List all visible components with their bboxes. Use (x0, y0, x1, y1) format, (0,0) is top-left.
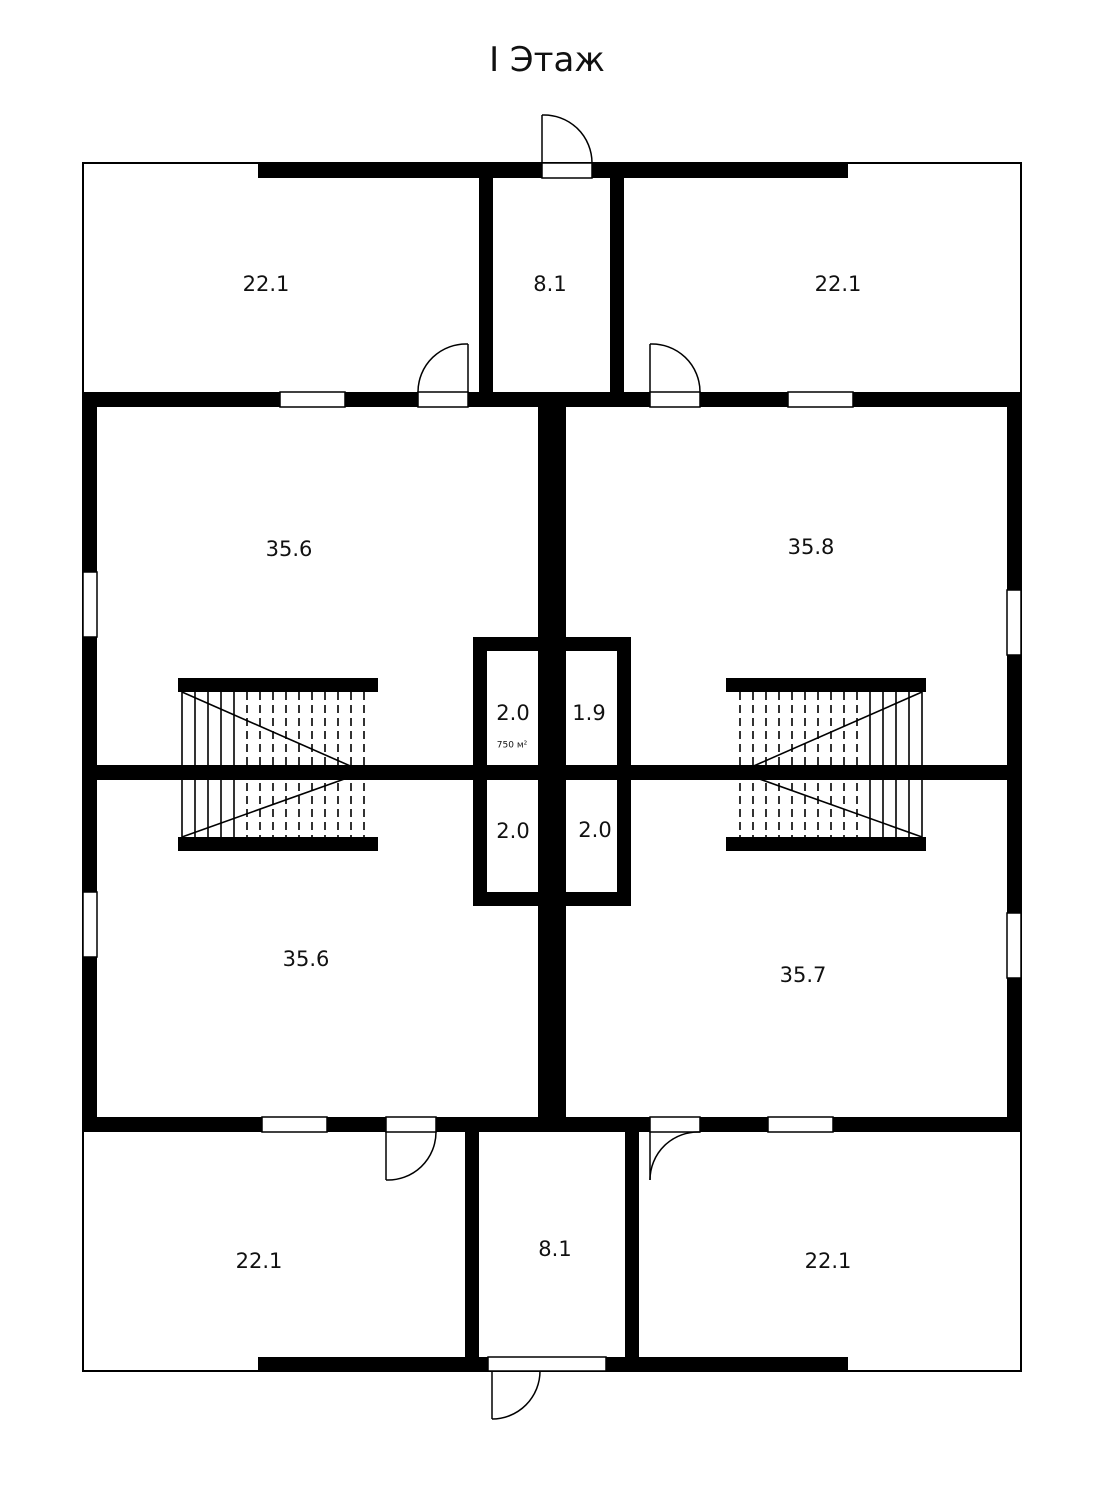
wall (258, 1357, 488, 1371)
stair-landing-wall (178, 837, 378, 851)
door-swing-arc (649, 1131, 701, 1181)
wall (538, 400, 566, 1120)
room-area-label: 35.6 (266, 537, 313, 561)
window (82, 571, 98, 638)
door-opening (649, 1116, 701, 1133)
stairs (178, 678, 926, 851)
wall (473, 637, 631, 651)
door-opening (541, 162, 593, 179)
door-swing-arc (417, 343, 469, 393)
wall (83, 765, 1021, 780)
door-swing-arc (541, 114, 593, 164)
stair-landing-wall (178, 678, 378, 692)
stair-direction-line (181, 691, 365, 773)
room-area-label: 22.1 (815, 272, 862, 296)
room-labels: 22.1 8.1 22.1 35.6 35.8 2.0 1.9 2.0 2.0 … (236, 272, 862, 1273)
wall (625, 1117, 639, 1371)
wall (83, 1117, 1021, 1132)
room-area-label: 35.6 (283, 947, 330, 971)
door-opening (385, 1116, 437, 1133)
door-opening (417, 391, 469, 408)
window (82, 891, 98, 958)
room-area-label: 1.9 (572, 701, 605, 725)
stair-landing-wall (726, 837, 926, 851)
door-opening (649, 391, 701, 408)
window (261, 1116, 328, 1133)
room-area-label: 22.1 (236, 1249, 283, 1273)
stair-direction-line (739, 691, 923, 773)
wall (606, 1357, 848, 1371)
window (487, 1356, 607, 1372)
room-area-label: 2.0 (496, 819, 529, 843)
door-swing-arc (649, 343, 701, 393)
wall (592, 163, 848, 178)
stair-direction-line (181, 771, 365, 838)
room-area-label: 2.0 (578, 818, 611, 842)
wall (610, 163, 624, 407)
window (787, 391, 854, 408)
room-area-label: 8.1 (538, 1237, 571, 1261)
room-area-label: 2.0 (496, 701, 529, 725)
room-area-label: 22.1 (805, 1249, 852, 1273)
wall (465, 1117, 479, 1371)
window (279, 391, 346, 408)
wall (258, 163, 542, 178)
window (767, 1116, 834, 1133)
wall (473, 892, 631, 906)
window (1006, 912, 1022, 979)
room-area-label: 8.1 (533, 272, 566, 296)
wall (617, 637, 631, 906)
wall (473, 637, 487, 906)
stair-landing-wall (726, 678, 926, 692)
wall (1007, 392, 1021, 1132)
openings (82, 114, 1022, 1420)
total-area-label: 750 м² (497, 741, 528, 751)
door-swing-arc (385, 1131, 437, 1181)
stair-direction-line (739, 771, 923, 838)
room-area-label: 35.8 (788, 535, 835, 559)
room-area-label: 22.1 (243, 272, 290, 296)
door-swing-arc (491, 1370, 541, 1420)
window (1006, 589, 1022, 656)
floor-title: I Этаж (489, 40, 605, 80)
walls (82, 162, 1022, 1372)
wall (83, 392, 97, 1132)
room-area-label: 35.7 (780, 963, 827, 987)
wall (479, 163, 493, 407)
